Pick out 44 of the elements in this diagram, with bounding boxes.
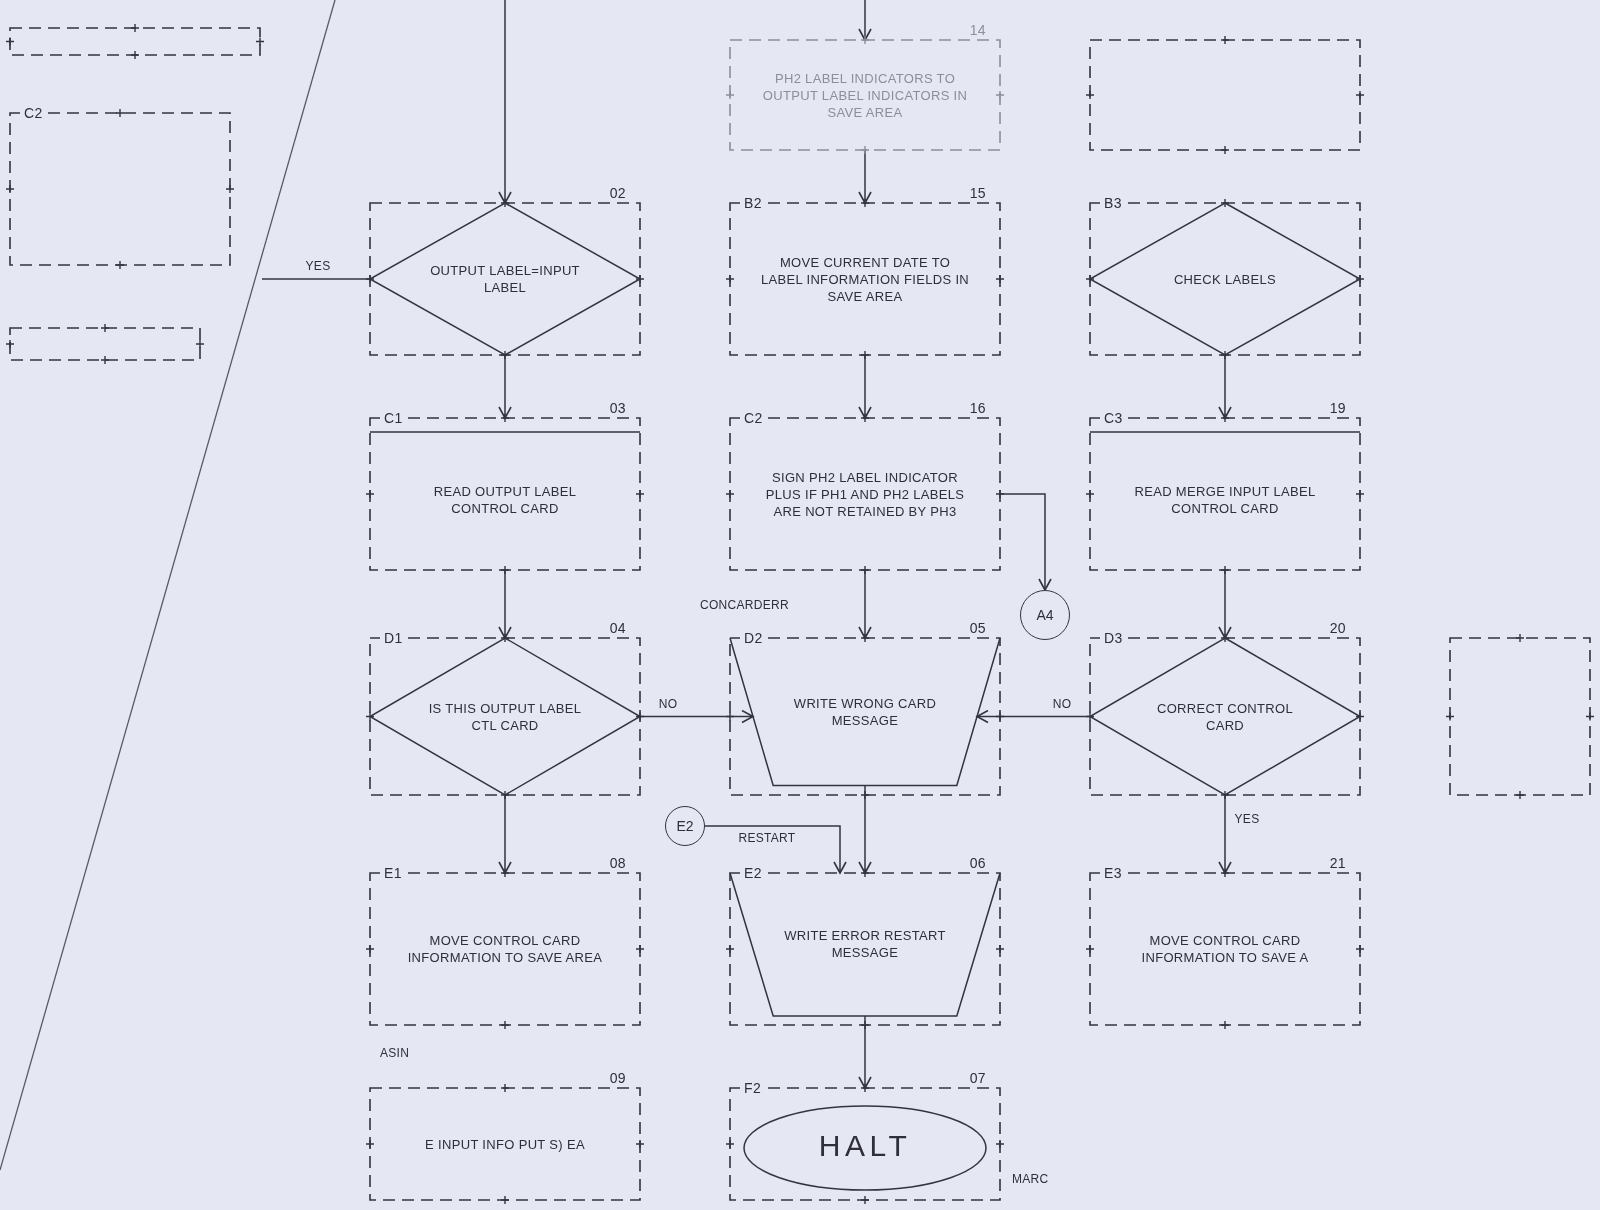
sequence-number: 15	[969, 185, 986, 201]
block-text: HALT	[818, 1129, 912, 1163]
sequence-number: 20	[1329, 620, 1346, 636]
sequence-number: 03	[609, 400, 626, 416]
block-text: MOVE CURRENT DATE TO LABEL INFORMATION FIELDS IN SAVE AREA	[760, 253, 970, 305]
connector-label: A4	[1036, 607, 1054, 623]
sequence-number: 16	[969, 400, 986, 416]
block-text: CORRECT CONTROL CARD	[1155, 699, 1295, 734]
edge-label: NO	[656, 696, 680, 711]
edge-label: YES	[303, 259, 333, 273]
flow-arrow	[858, 784, 872, 874]
sequence-number: 09	[609, 1070, 626, 1086]
edge-label: NO	[1050, 696, 1074, 711]
block-text: SIGN PH2 LABEL INDICATOR PLUS IF PH1 AND PH2 LABELS ARE NOT RETAINED BY PH3	[764, 468, 966, 520]
flow-arrow	[858, 0, 872, 41]
edge-label: RESTART	[736, 831, 798, 845]
sequence-number: 05	[969, 620, 986, 636]
flow-arrow	[704, 825, 847, 874]
block-text: IS THIS OUTPUT LABEL CTL CARD	[427, 699, 583, 734]
routine-name: CONCARDERR	[700, 598, 789, 612]
sequence-number: 04	[609, 620, 626, 636]
block-text: WRITE WRONG CARD MESSAGE	[792, 694, 938, 729]
block-text: MOVE CONTROL CARD INFORMATION TO SAVE AREA	[406, 932, 604, 966]
sequence-number: 07	[969, 1070, 986, 1086]
block-text: PH2 LABEL INDICATORS TO OUTPUT LABEL INDICATORS IN SAVE AREA	[761, 69, 969, 121]
edge-label: YES	[1232, 812, 1262, 826]
flow-arrow	[498, 0, 512, 204]
block-text: READ MERGE INPUT LABEL CONTROL CARD	[1133, 483, 1317, 517]
block-text: OUTPUT LABEL=INPUT LABEL	[429, 262, 581, 296]
note-text: MARC	[1012, 1172, 1049, 1186]
connector-label: E2	[676, 818, 694, 834]
sequence-number: 08	[609, 855, 626, 871]
sequence-number: 06	[969, 855, 986, 871]
block-text: E INPUT INFO PUT S) EA	[425, 1135, 585, 1153]
block-text: READ OUTPUT LABEL CONTROL CARD	[432, 483, 578, 517]
block-text: WRITE ERROR RESTART MESSAGE	[783, 927, 947, 962]
sequence-number: 21	[1329, 855, 1346, 871]
sequence-number: 02	[609, 185, 626, 201]
sequence-number: 19	[1329, 400, 1346, 416]
routine-name: ASIN	[380, 1046, 410, 1060]
block-text: CHECK LABELS	[1173, 270, 1277, 288]
flow-arrow	[858, 1015, 872, 1089]
block-text: MOVE CONTROL CARD INFORMATION TO SAVE A	[1140, 932, 1310, 966]
sequence-number: 14	[969, 22, 986, 38]
